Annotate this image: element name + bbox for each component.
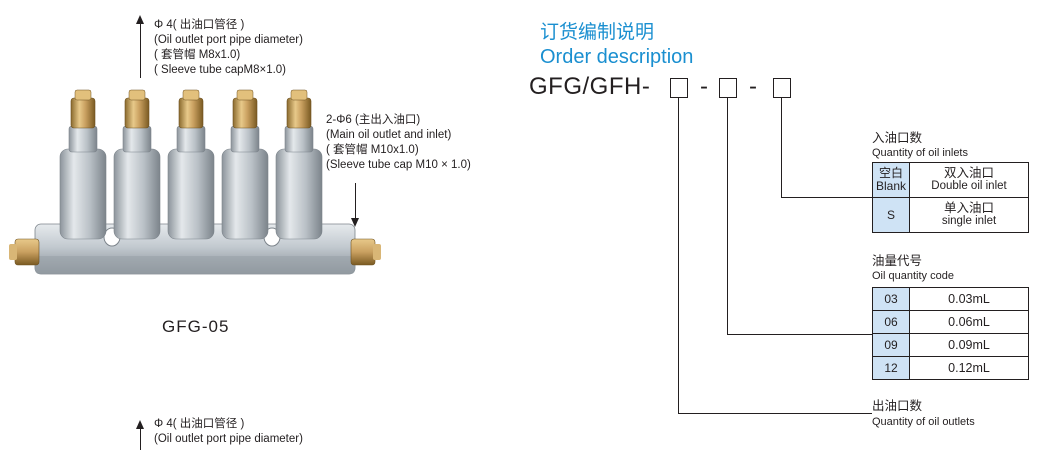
bottom-arrow-shaft bbox=[140, 428, 141, 450]
top-note-line4: ( Sleeve tube capM8×1.0) bbox=[154, 64, 287, 76]
inlet-key-blank-en: Blank bbox=[875, 179, 907, 193]
inlets-table: 空白 Blank 双入油口 Double oil inlet S 单入油口 si… bbox=[872, 162, 1029, 233]
oil-code-key: 03 bbox=[872, 287, 910, 311]
inlets-label-cn: 入油口数 bbox=[872, 131, 923, 145]
table-row: 03 0.03mL bbox=[872, 287, 1029, 311]
bottom-note-line1: Φ 4( 出油口管径 ) bbox=[154, 418, 245, 430]
outlet-stack-5 bbox=[275, 89, 323, 240]
oil-code-value: 0.12mL bbox=[909, 356, 1029, 380]
inlet-value-double-en: Double oil inlet bbox=[931, 180, 1007, 192]
order-title-en: Order description bbox=[540, 46, 694, 68]
inlet-value-single-en: single inlet bbox=[941, 215, 997, 227]
inlet-value-single-cn: 单入油口 bbox=[943, 201, 994, 215]
bottom-note-line2: (Oil outlet port pipe diameter) bbox=[154, 433, 303, 445]
distributor-image bbox=[9, 89, 381, 275]
side-arrow-head bbox=[351, 218, 359, 227]
top-arrow-shaft bbox=[140, 22, 141, 78]
code-box-oil bbox=[719, 78, 737, 98]
code-dash-2: - bbox=[749, 73, 758, 100]
oil-code-key: 12 bbox=[872, 356, 910, 380]
table-row: S 单入油口 single inlet bbox=[872, 197, 1029, 233]
code-box-inlets bbox=[773, 78, 791, 98]
oil-code-label-cn: 油量代号 bbox=[872, 254, 923, 268]
table-row: 09 0.09mL bbox=[872, 333, 1029, 357]
side-note-line2: (Main oil outlet and inlet) bbox=[326, 129, 452, 141]
connector-oil-h bbox=[727, 334, 872, 335]
code-dash-1: - bbox=[700, 73, 709, 100]
bottom-note: Φ 4( 出油口管径 ) (Oil outlet port pipe diame… bbox=[154, 417, 303, 447]
inlet-key-blank: 空白 Blank bbox=[872, 162, 910, 198]
oil-code-value: 0.09mL bbox=[909, 333, 1029, 357]
connector-inlets-v bbox=[781, 98, 782, 197]
connector-outlets-v bbox=[678, 98, 679, 413]
top-note-line2: (Oil outlet port pipe diameter) bbox=[154, 34, 303, 46]
inlet-key-blank-cn: 空白 bbox=[878, 166, 903, 180]
oil-code-key: 06 bbox=[872, 310, 910, 334]
side-note-line1: 2-Φ6 (主出入油口) bbox=[326, 114, 421, 126]
connector-inlets-h bbox=[781, 197, 872, 198]
order-title-cn: 订货编制说明 bbox=[540, 22, 655, 43]
code-box-outlets bbox=[670, 78, 688, 98]
order-code-prefix: GFG/GFH- bbox=[529, 73, 651, 100]
table-row: 06 0.06mL bbox=[872, 310, 1029, 334]
inlet-key-s: S bbox=[872, 197, 910, 233]
side-note: 2-Φ6 (主出入油口) (Main oil outlet and inlet)… bbox=[326, 113, 471, 173]
inlet-value-double-cn: 双入油口 bbox=[943, 166, 994, 180]
top-arrow-head bbox=[136, 15, 144, 24]
outlet-stack-4 bbox=[221, 89, 269, 240]
side-note-line4: (Sleeve tube cap M10 × 1.0) bbox=[326, 159, 471, 171]
connector-outlets-h bbox=[678, 413, 872, 414]
side-note-line3: ( 套管帽 M10x1.0) bbox=[326, 144, 419, 156]
inlets-label-en: Quantity of oil inlets bbox=[872, 147, 968, 159]
inlet-value-single: 单入油口 single inlet bbox=[909, 197, 1029, 233]
bottom-arrow-head bbox=[136, 420, 144, 429]
oil-code-table: 03 0.03mL 06 0.06mL 09 0.09mL 12 0.12mL bbox=[872, 287, 1029, 380]
product-caption: GFG-05 bbox=[162, 317, 230, 336]
outlet-stack-1 bbox=[59, 89, 107, 240]
outlets-label-en: Quantity of oil outlets bbox=[872, 416, 975, 428]
oil-code-label-en: Oil quantity code bbox=[872, 270, 954, 282]
outlet-stack-3 bbox=[167, 89, 215, 240]
top-note-line1: Φ 4( 出油口管径 ) bbox=[154, 19, 245, 31]
table-row: 空白 Blank 双入油口 Double oil inlet bbox=[872, 162, 1029, 198]
oil-code-value: 0.03mL bbox=[909, 287, 1029, 311]
inlet-value-double: 双入油口 Double oil inlet bbox=[909, 162, 1029, 198]
top-note: Φ 4( 出油口管径 ) (Oil outlet port pipe diame… bbox=[154, 18, 303, 78]
side-arrow-shaft bbox=[355, 183, 356, 219]
connector-oil-v bbox=[727, 98, 728, 334]
table-row: 12 0.12mL bbox=[872, 356, 1029, 380]
oil-code-value: 0.06mL bbox=[909, 310, 1029, 334]
outlets-label-cn: 出油口数 bbox=[872, 399, 923, 413]
outlet-stack-2 bbox=[113, 89, 161, 240]
oil-code-key: 09 bbox=[872, 333, 910, 357]
top-note-line3: ( 套管帽 M8x1.0) bbox=[154, 49, 241, 61]
